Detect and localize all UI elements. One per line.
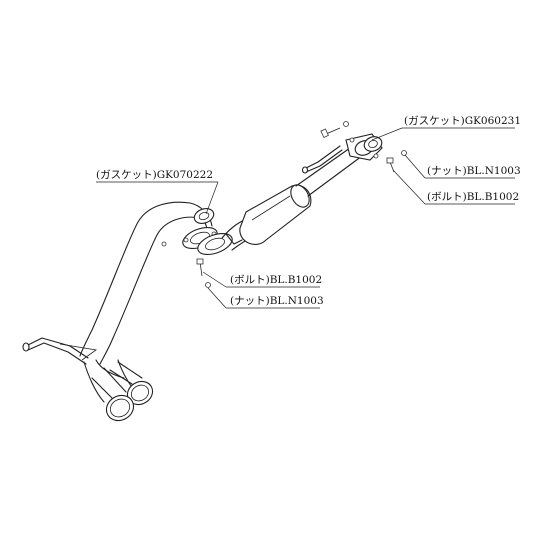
label-bolt-mid: (ボルト)BL.B1002 [230,274,322,286]
front-nut-right [401,150,407,156]
leader-lines [96,127,515,309]
label-gasket-front: (ガスケット)GK060231 [404,115,521,127]
gasket-gk070222-shape [193,208,215,224]
mid-nut-small [161,241,167,247]
label-gasket-mid: (ガスケット)GK070222 [96,169,213,181]
front-bolt-upper [320,127,341,139]
front-hanger [301,145,343,174]
gasket-gk060231-shape [363,136,383,152]
label-bolt-front: (ボルト)BL.B1002 [427,191,519,203]
front-bolt-right [386,157,395,173]
label-nut-mid: (ナット)BL.N1003 [230,295,324,307]
front-flange-joint-mid [197,232,233,256]
mid-bolt [196,258,204,277]
tail-tip-upper [109,361,154,406]
tail-tip-lower [91,367,135,422]
resonator-section [221,147,363,251]
mid-nut [205,282,211,288]
front-nut-upper [343,121,349,127]
rear-pipe-section [22,201,201,403]
label-nut-front: (ナット)BL.N1003 [427,165,521,177]
